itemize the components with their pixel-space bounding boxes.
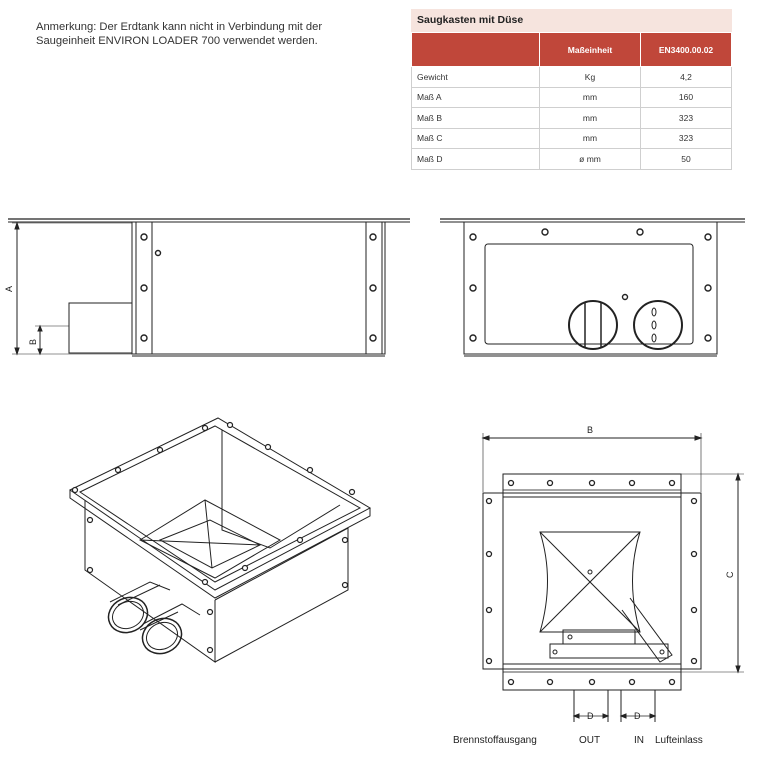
table-header-row: Maßeinheit EN3400.00.02: [411, 32, 732, 67]
isometric-view-drawing: [69, 417, 372, 663]
header-cell-model: EN3400.00.02: [640, 32, 732, 67]
dim-label-c: C: [725, 571, 735, 578]
caption-in: IN: [634, 735, 644, 746]
table-row: Maß B mm 323: [411, 107, 732, 129]
table-row: Maß D ø mm 50: [411, 148, 732, 170]
header-cell-blank: [411, 32, 540, 67]
caption-air-inlet: Lufteinlass: [655, 735, 703, 746]
dim-label-b-top: B: [587, 425, 593, 435]
front-view-drawing: [440, 218, 745, 357]
dim-label-b: B: [28, 339, 38, 345]
dim-label-d-out: D: [587, 711, 594, 721]
spec-table: Maßeinheit EN3400.00.02 Gewicht Kg 4,2 M…: [411, 32, 732, 170]
row-value: 50: [640, 148, 732, 170]
dim-label-a: A: [4, 286, 14, 292]
dim-label-d-in: D: [634, 711, 641, 721]
top-view-drawing: [481, 433, 744, 722]
table-title: Saugkasten mit Düse: [411, 9, 732, 32]
caption-out: OUT: [579, 735, 601, 746]
side-view-drawing: [8, 218, 410, 357]
caption-fuel-outlet: Brennstoffausgang: [453, 735, 537, 746]
note-text: Anmerkung: Der Erdtank kann nicht in Ver…: [36, 21, 323, 47]
